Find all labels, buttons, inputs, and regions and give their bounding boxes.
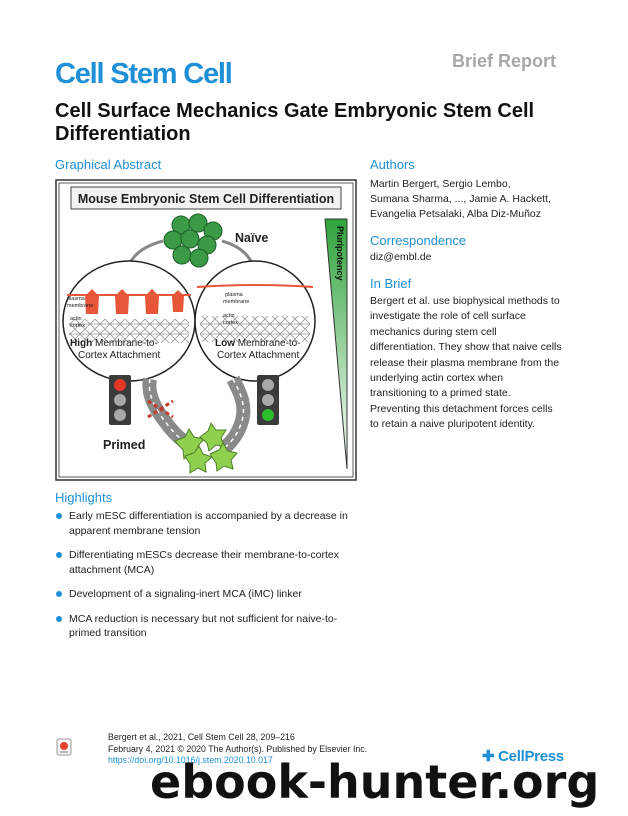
graphical-abstract-heading: Graphical Abstract — [55, 157, 162, 172]
road-block — [147, 399, 174, 419]
in-brief-line: underlying actin cortex when — [370, 372, 504, 385]
right-road — [218, 375, 251, 455]
svg-text:membrane: membrane — [223, 299, 249, 305]
high-mca-panel: plasma membrane actin cortex High Membra… — [62, 260, 196, 382]
in-brief-line: Preventing this detachment forces cells — [370, 402, 553, 415]
in-brief-line: differentiation. They show that naive ce… — [370, 341, 562, 354]
author-list: Martin Bergert, Sergio Lembo, Sumana Sha… — [370, 177, 585, 222]
highlights-list: Early mESC differentiation is accompanie… — [55, 509, 365, 651]
article-type: Brief Report — [452, 51, 557, 71]
highlight-item: Differentiating mESCs decrease their mem… — [55, 548, 365, 577]
citation-line: Bergert et al., 2021, Cell Stem Cell 28,… — [108, 732, 295, 742]
in-brief-line: release their plasma membrane from the — [370, 356, 560, 369]
svg-text:Low Membrane-to-: Low Membrane-to- — [215, 338, 301, 349]
author-line: Martin Bergert, Sergio Lembo, — [370, 178, 511, 190]
cellpress-logo: ✚ CellPress — [482, 748, 564, 765]
in-brief-line: Bergert et al. use biophysical methods t… — [370, 295, 560, 307]
check-for-updates-icon[interactable] — [56, 738, 72, 756]
naive-label: Naïve — [235, 231, 268, 245]
citation-footer: Bergert et al., 2021, Cell Stem Cell 28,… — [108, 732, 367, 767]
in-brief-heading: In Brief — [370, 276, 412, 291]
highlight-item: Development of a signaling-inert MCA (iM… — [55, 587, 365, 602]
journal-name: Cell Stem Cell — [55, 58, 233, 90]
bullet-icon — [56, 591, 62, 597]
bullet-icon — [56, 615, 62, 622]
svg-text:actin: actin — [223, 313, 235, 319]
authors-heading: Authors — [370, 157, 415, 172]
svg-text:plasma: plasma — [225, 292, 244, 298]
pluripotency-label: Pluripotency — [335, 226, 345, 281]
traffic-light-red — [109, 375, 131, 425]
watermark-text: ebook-hunter.org — [150, 755, 600, 809]
svg-text:Cortex Attachment: Cortex Attachment — [78, 350, 160, 361]
bullet-icon — [56, 552, 62, 558]
svg-text:cortex: cortex — [70, 323, 85, 329]
bullet-icon — [56, 513, 62, 519]
cellpress-logo-icon: ✚ — [482, 748, 499, 765]
in-brief-line: transitioning to a primed state. — [370, 387, 511, 400]
copyright-line: February 4, 2021 © 2020 The Author(s). P… — [108, 743, 368, 754]
svg-text:cortex: cortex — [223, 320, 238, 326]
low-mca-panel: plasma membrane actin cortex Low Membran… — [194, 260, 316, 382]
svg-text:actin: actin — [70, 316, 82, 322]
author-line: Sumana Sharma, ..., Jamie A. Hackett, — [370, 193, 551, 205]
graphical-abstract-figure: Mouse Embryonic Stem Cell Differentiatio… — [55, 179, 357, 481]
article-title: Cell Surface Mechanics Gate Embryonic St… — [55, 100, 535, 145]
naive-cell-cluster — [163, 213, 223, 268]
svg-text:High Membrane-to-: High Membrane-to- — [70, 338, 158, 349]
traffic-light-green — [257, 375, 279, 425]
correspondence-heading: Correspondence — [370, 233, 467, 248]
in-brief-line: investigate the role of cell surface — [370, 310, 526, 323]
primed-label: Primed — [103, 438, 145, 452]
svg-text:plasma: plasma — [67, 296, 86, 302]
figure-title: Mouse Embryonic Stem Cell Differentiatio… — [78, 192, 334, 206]
svg-text:Cortex Attachment: Cortex Attachment — [217, 350, 299, 361]
primed-cell-cluster — [174, 421, 238, 474]
correspondence-email[interactable]: diz@embl.de — [370, 251, 432, 263]
highlights-heading: Highlights — [55, 490, 113, 505]
highlight-item: Early mESC differentiation is accompanie… — [55, 509, 365, 538]
doi-link[interactable]: https://doi.org/10.1016/j.stem.2020.10.0… — [108, 755, 273, 765]
in-brief-line: to retain a naive pluripotent identity. — [370, 418, 535, 431]
in-brief-line: mechanics during stem cell — [370, 325, 497, 338]
svg-text:membrane: membrane — [67, 303, 93, 309]
in-brief-text: Bergert et al. use biophysical methods t… — [370, 294, 570, 433]
highlight-item: MCA reduction is necessary but not suffi… — [55, 612, 365, 641]
author-line: Evangelia Petsalaki, Alba Diz-Muñoz — [370, 208, 542, 220]
pluripotency-gradient — [324, 218, 348, 470]
